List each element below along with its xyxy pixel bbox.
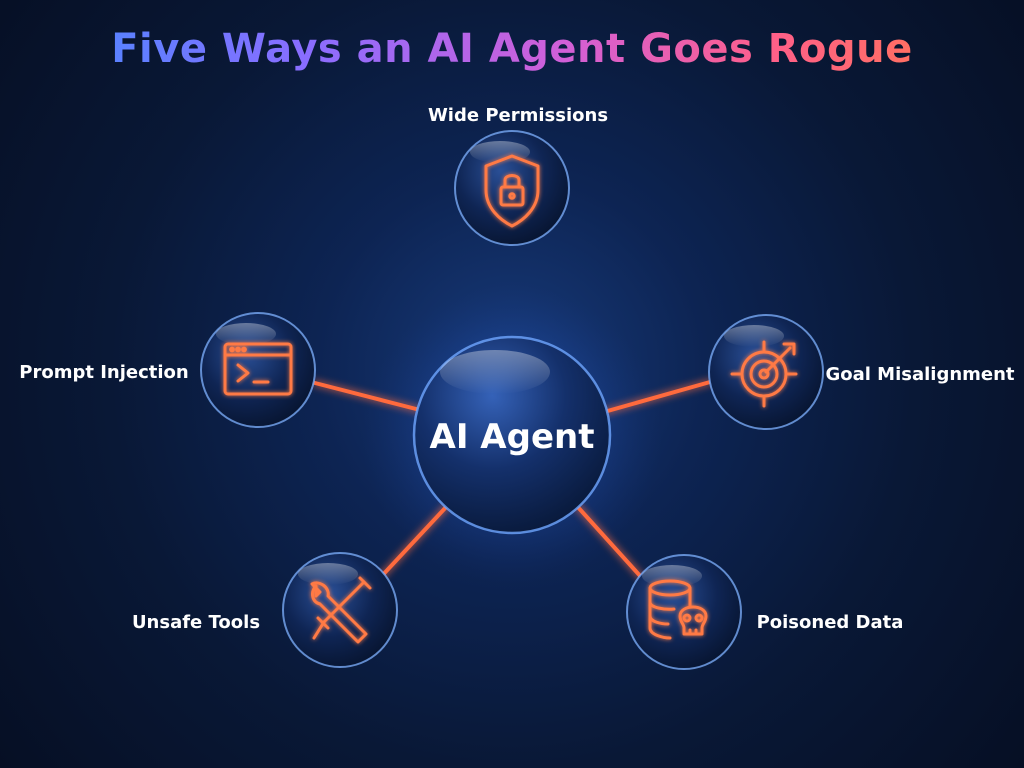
node-unsafe-tools: Unsafe Tools xyxy=(132,552,398,668)
label-goal-misalignment: Goal Misalignment xyxy=(825,364,1014,385)
label-poisoned-data: Poisoned Data xyxy=(757,612,904,633)
label-unsafe-tools: Unsafe Tools xyxy=(132,612,260,633)
link-poisoned-data xyxy=(574,503,644,580)
target-icon xyxy=(730,340,798,408)
node-prompt-injection: Prompt Injection xyxy=(19,312,316,428)
link-goal-misalignment xyxy=(602,380,712,414)
shield-lock-icon xyxy=(484,154,540,228)
shine-poisoned-data xyxy=(642,565,702,587)
label-wide-permissions: Wide Permissions xyxy=(428,105,608,126)
node-poisoned-data: Poisoned Data xyxy=(626,554,904,670)
shine-prompt-injection xyxy=(216,323,276,345)
shine-goal-misalignment xyxy=(724,325,784,347)
page-title: Five Ways an AI Agent Goes Rogue xyxy=(0,26,1024,72)
shine-unsafe-tools xyxy=(298,563,358,585)
label-prompt-injection: Prompt Injection xyxy=(19,362,188,383)
wrench-screwdriver-icon xyxy=(310,576,372,644)
center-label: AI Agent xyxy=(430,417,595,457)
node-wide-permissions: Wide Permissions xyxy=(428,105,608,246)
center-node: AI Agent xyxy=(412,335,612,535)
link-unsafe-tools xyxy=(376,503,450,582)
link-prompt-injection xyxy=(313,381,422,412)
node-goal-misalignment: Goal Misalignment xyxy=(708,314,1015,430)
center-shine xyxy=(440,350,550,394)
connector-links xyxy=(313,240,712,582)
terminal-icon xyxy=(223,342,293,396)
database-skull-icon xyxy=(648,579,708,640)
